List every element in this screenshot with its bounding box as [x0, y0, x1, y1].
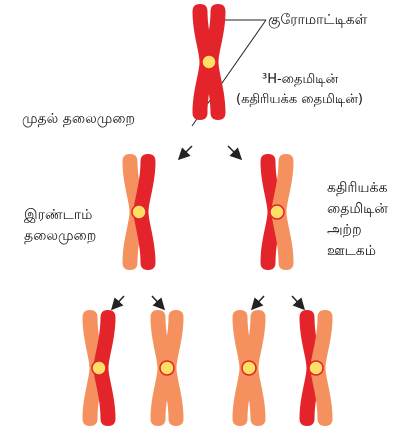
second-generation-label-line2: தலைமுறை [24, 226, 96, 246]
medium-label-line2: தைமிடின் [327, 199, 388, 219]
centromere [92, 361, 106, 375]
thymidine-label-line2: (கதிரியக்க தைமிடின்) [236, 90, 363, 110]
medium-label-line1: கதிரியக்க [327, 178, 387, 198]
centromere [202, 55, 216, 69]
first-generation-label: முதல் தலைமுறை [22, 109, 135, 129]
chromosome-gen2-left [123, 154, 156, 270]
centromere [270, 205, 284, 219]
chromosome-gen3-d [300, 310, 333, 426]
chromosome-gen1 [193, 4, 226, 120]
arrow-gen2left-to-a [113, 296, 124, 308]
arrow-gen2right-to-c [253, 296, 264, 308]
thymidine-label-line1: ³H-தைமிடின் [262, 70, 338, 90]
arrow-gen1-to-left [180, 146, 192, 158]
second-generation-label-line1: இரண்டாம் [24, 205, 92, 225]
arrow-gen2right-to-d [292, 296, 303, 308]
arrow-gen2left-to-b [152, 296, 163, 308]
medium-label-line4: ஊடகம் [327, 241, 376, 261]
chromosome-gen2-right [261, 154, 294, 270]
arrow-gen1-to-right [228, 146, 240, 158]
chromosome-gen3-a [83, 310, 116, 426]
centromere [242, 361, 256, 375]
chromosome-gen3-b [151, 310, 184, 426]
chromosome-gen3-c [233, 310, 266, 426]
centromere [132, 205, 146, 219]
chromosome-layer [83, 4, 333, 426]
chromatids-label: குரோமாட்டிகள் [268, 10, 367, 30]
centromere [309, 361, 323, 375]
medium-label-line3: அற்ற [327, 220, 362, 240]
centromere [160, 361, 174, 375]
